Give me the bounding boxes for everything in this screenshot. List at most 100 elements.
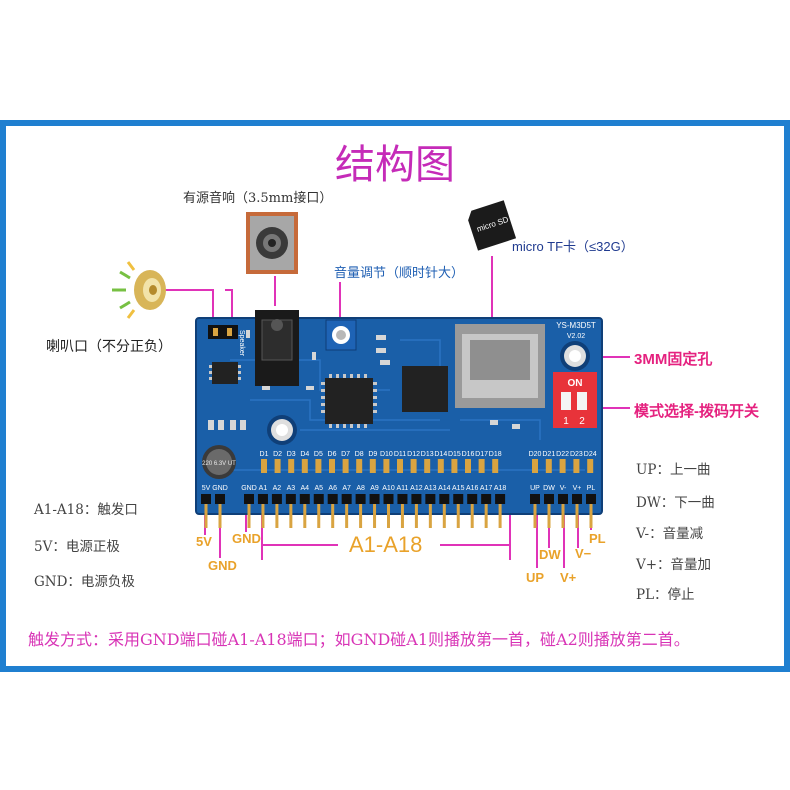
pin-ctrl-dw bbox=[547, 504, 551, 528]
pad-d1 bbox=[261, 459, 267, 473]
silk-d10: D10 bbox=[380, 451, 393, 458]
pad-d14 bbox=[437, 459, 444, 473]
pin-a3 bbox=[289, 504, 293, 528]
silk-d2: D2 bbox=[273, 451, 282, 458]
header-ctrl-v+ bbox=[572, 494, 582, 504]
callout-up: UP bbox=[526, 570, 545, 585]
speaker-port-label: 喇叭口（不分正负） bbox=[46, 339, 172, 355]
note-pl: PL：停止 bbox=[636, 587, 695, 603]
header-a15 bbox=[453, 494, 464, 504]
header-a3 bbox=[285, 494, 296, 504]
pad-d15 bbox=[451, 459, 458, 473]
pad-d13 bbox=[424, 459, 431, 473]
silk-d24: D24 bbox=[584, 451, 597, 458]
pad-d17 bbox=[478, 459, 485, 473]
tf-card-label: micro TF卡（≤32G） bbox=[512, 239, 634, 254]
silk-bottom-a15: A15 bbox=[452, 485, 465, 492]
silk-d9: D9 bbox=[368, 451, 377, 458]
pad-d18 bbox=[492, 459, 499, 473]
pad-d7 bbox=[342, 459, 349, 473]
silk-bottom-a4: A4 bbox=[301, 485, 310, 492]
board-version: V2.02 bbox=[567, 333, 585, 340]
pin-a8 bbox=[359, 504, 363, 528]
page-title: 结构图 bbox=[335, 142, 455, 188]
silk-bottom-a13: A13 bbox=[424, 485, 437, 492]
note-gnd: GND：电源负极 bbox=[34, 574, 135, 590]
speaker-callout-line-2 bbox=[225, 289, 233, 326]
speaker-callout-line bbox=[165, 289, 214, 326]
silk-d8: D8 bbox=[355, 451, 364, 458]
pin-a10 bbox=[387, 504, 390, 528]
pin-a17 bbox=[484, 504, 488, 528]
speaker-jack-label: 有源音响（3.5mm接口） bbox=[183, 191, 333, 206]
pin-a9 bbox=[373, 504, 377, 528]
header-a18 bbox=[495, 494, 506, 504]
header-a16 bbox=[467, 494, 478, 504]
header-pins bbox=[201, 494, 596, 528]
silk-ctrl-dw: DW bbox=[543, 485, 555, 492]
silk-d14: D14 bbox=[434, 451, 447, 458]
callout-gnd-left: GND bbox=[208, 558, 237, 573]
silk-d4: D4 bbox=[300, 451, 309, 458]
silk-d17: D17 bbox=[475, 451, 488, 458]
silk-d5: D5 bbox=[314, 451, 323, 458]
silk-bottom-a7: A7 bbox=[342, 485, 351, 492]
mounting-hole-label: 3MM固定孔 bbox=[634, 351, 713, 368]
header-power-5v bbox=[201, 494, 211, 504]
pad-d23 bbox=[573, 459, 580, 473]
pad-d3 bbox=[288, 459, 295, 473]
pin-a2 bbox=[275, 504, 279, 528]
silk-bottom-a3: A3 bbox=[287, 485, 296, 492]
pin-a11 bbox=[400, 504, 404, 528]
silk-bottom-a11: A11 bbox=[396, 485, 408, 492]
pin-a6 bbox=[331, 504, 335, 528]
silk-d6: D6 bbox=[328, 451, 337, 458]
note-up: UP：上一曲 bbox=[636, 462, 711, 478]
callout-pl: PL bbox=[589, 531, 606, 546]
silk-ctrl-v-: V- bbox=[560, 485, 567, 492]
pad-d22 bbox=[559, 459, 566, 473]
dip-on-label: ON bbox=[568, 378, 583, 389]
pad-d21 bbox=[545, 459, 552, 473]
silk-d20: D20 bbox=[529, 451, 542, 458]
pin-a18 bbox=[498, 504, 502, 528]
silk-bottom-a14: A14 bbox=[438, 485, 451, 492]
pad-d12 bbox=[410, 459, 417, 473]
pad-d8 bbox=[356, 459, 363, 473]
pin-power-gnd bbox=[218, 504, 222, 528]
dip-1-label: 1 bbox=[563, 416, 569, 427]
callout-vplus: V+ bbox=[560, 570, 577, 585]
capacitor-text: 220 6.3V UT bbox=[202, 461, 236, 467]
header-a13 bbox=[425, 494, 436, 504]
pin-gnd bbox=[247, 504, 251, 528]
note-vplus: V+：音量加 bbox=[636, 557, 712, 573]
silk-ctrl-v+: V+ bbox=[573, 485, 582, 492]
pin-a7 bbox=[345, 504, 349, 528]
header-a11 bbox=[397, 494, 408, 504]
dip-2-label: 2 bbox=[579, 416, 585, 427]
callout-vminus: V− bbox=[575, 546, 592, 561]
silk-bottom-a9: A9 bbox=[370, 485, 379, 492]
silk-power-gnd: GND bbox=[212, 485, 228, 492]
pin-a14 bbox=[442, 504, 446, 528]
pin-a5 bbox=[317, 504, 321, 528]
pad-d6 bbox=[329, 459, 335, 473]
pad-d11 bbox=[397, 459, 403, 473]
header-a14 bbox=[439, 494, 450, 504]
header-power-gnd bbox=[215, 494, 225, 504]
callout-5v: 5V bbox=[196, 534, 212, 549]
header-a9 bbox=[369, 494, 380, 504]
header-ctrl-up bbox=[530, 494, 540, 504]
pad-d24 bbox=[587, 459, 594, 473]
header-a1 bbox=[257, 494, 268, 504]
pin-ctrl-pl bbox=[589, 504, 593, 528]
header-a2 bbox=[271, 494, 282, 504]
silk-bottom-a2: A2 bbox=[273, 485, 282, 492]
silk-ctrl-up: UP bbox=[530, 485, 540, 492]
pin-a4 bbox=[303, 504, 307, 528]
callout-gnd-mid: GND bbox=[232, 531, 261, 546]
pad-d2 bbox=[274, 459, 281, 473]
